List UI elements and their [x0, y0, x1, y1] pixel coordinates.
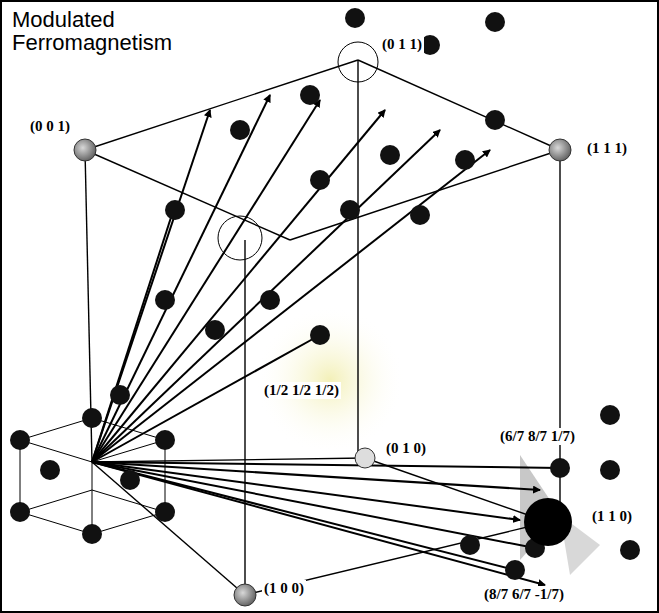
miller-index-label: (8/7 6/7 -1/7) — [482, 586, 566, 603]
miller-index-label: (6/7 8/7 1/7) — [498, 428, 577, 445]
miller-index-label: (0 0 1) — [28, 118, 72, 135]
miller-index-label: (1 0 0) — [262, 580, 306, 597]
miller-index-label: (1/2 1/2 1/2) — [262, 382, 341, 399]
miller-index-label: (1 1 1) — [585, 140, 629, 157]
miller-index-label: (0 1 0) — [384, 440, 428, 457]
miller-index-label: (0 1 1) — [380, 36, 424, 53]
diagram-title: Modulated Ferromagnetism — [12, 8, 187, 54]
miller-index-label: (1 1 0) — [590, 508, 634, 525]
